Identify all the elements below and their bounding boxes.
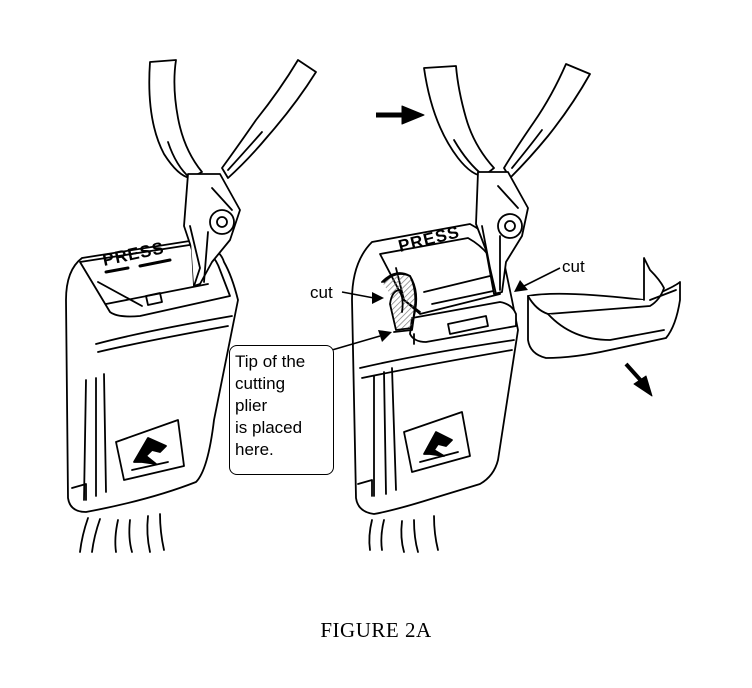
cutting-plier-icon bbox=[423, 63, 591, 295]
cut-label-right: cut bbox=[562, 257, 585, 276]
left-webbing bbox=[79, 513, 165, 553]
callout-cut-left: cut bbox=[310, 283, 384, 304]
tip-line: Tip of the bbox=[235, 352, 306, 371]
arrow-right-icon bbox=[376, 105, 425, 125]
figure-caption: FIGURE 2A bbox=[320, 618, 432, 642]
cut-label-left: cut bbox=[310, 283, 333, 302]
tip-line: is placed bbox=[235, 418, 303, 437]
right-buckle: PRESS bbox=[351, 222, 519, 553]
tip-line: cutting bbox=[235, 374, 286, 393]
tip-line: here. bbox=[235, 440, 274, 459]
tip-callout-box: Tip of the cutting plier is placed here. bbox=[229, 345, 334, 475]
right-webbing bbox=[368, 515, 439, 553]
left-buckle: PRESS bbox=[65, 238, 239, 553]
detached-cover bbox=[527, 257, 681, 359]
arrow-down-right-icon bbox=[624, 362, 653, 397]
cutting-plier-icon bbox=[148, 59, 317, 287]
callout-cut-right: cut bbox=[514, 257, 585, 292]
tip-line: plier bbox=[235, 396, 268, 415]
callout-tip-pointer bbox=[331, 330, 392, 351]
